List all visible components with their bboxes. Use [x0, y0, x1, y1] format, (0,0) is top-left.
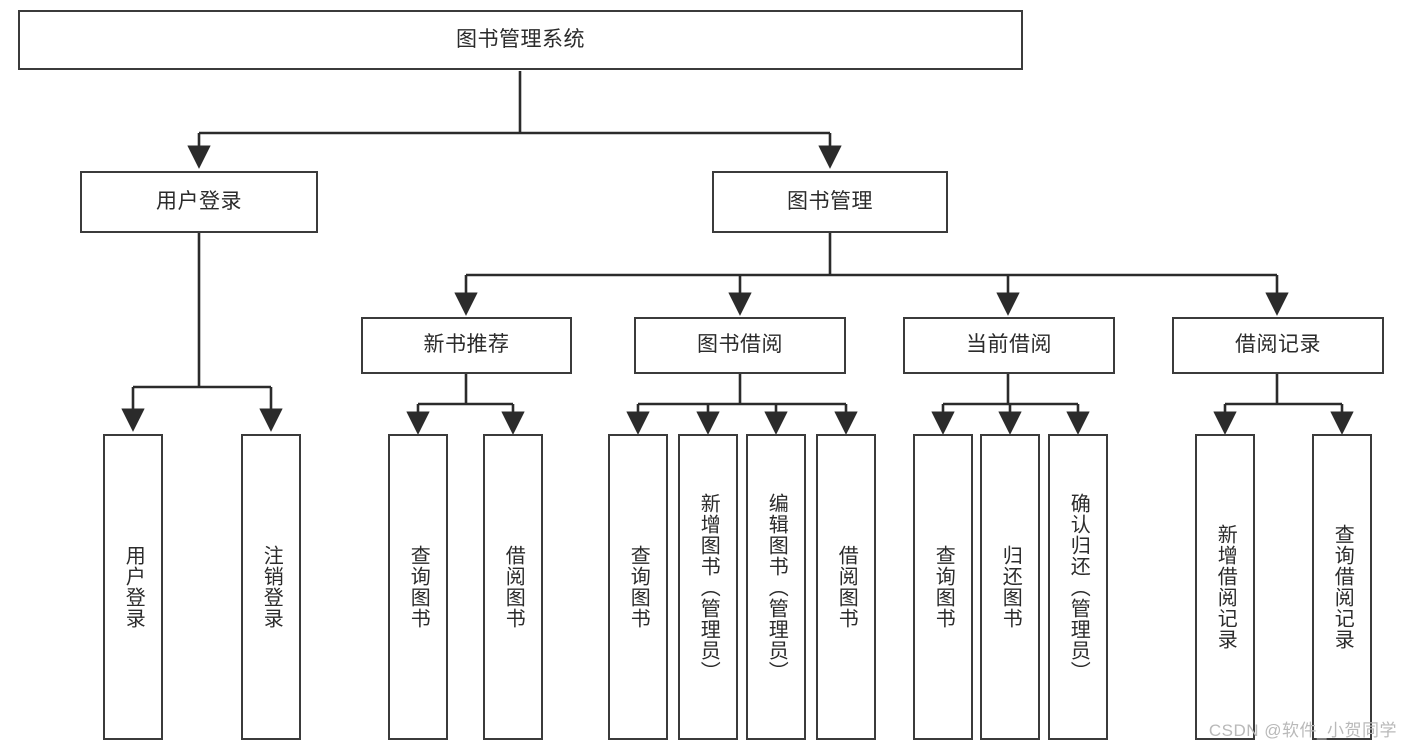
node-leaf-add-record-label: 新增借阅记录 [1214, 524, 1237, 650]
node-leaf-borrow-book-1-label: 借阅图书 [502, 545, 525, 629]
node-leaf-return-book-label: 归还图书 [999, 545, 1022, 629]
node-leaf-query-book-2[interactable]: 查询图书 [608, 434, 668, 740]
node-leaf-query-book-2-label: 查询图书 [627, 545, 650, 629]
node-leaf-return-book[interactable]: 归还图书 [980, 434, 1040, 740]
node-user-login-label: 用户登录 [156, 189, 242, 213]
node-leaf-confirm-return-label: 确认归还（管理员） [1067, 492, 1090, 682]
node-root-label: 图书管理系统 [456, 27, 585, 51]
node-borrow-record[interactable]: 借阅记录 [1172, 317, 1384, 374]
node-leaf-user-login-label: 用户登录 [122, 545, 145, 629]
node-current-borrow-label: 当前借阅 [966, 333, 1052, 357]
node-leaf-logout-login-label: 注销登录 [260, 545, 283, 629]
node-leaf-borrow-book-1[interactable]: 借阅图书 [483, 434, 543, 740]
node-leaf-query-record[interactable]: 查询借阅记录 [1312, 434, 1372, 740]
node-leaf-query-book-3[interactable]: 查询图书 [913, 434, 973, 740]
node-leaf-query-book-3-label: 查询图书 [932, 545, 955, 629]
watermark: CSDN @软件_小贺同学 [1208, 721, 1397, 740]
node-leaf-logout-login[interactable]: 注销登录 [241, 434, 301, 740]
node-leaf-borrow-book-2[interactable]: 借阅图书 [816, 434, 876, 740]
node-leaf-query-book-1[interactable]: 查询图书 [388, 434, 448, 740]
node-new-book-recommend[interactable]: 新书推荐 [361, 317, 572, 374]
node-leaf-add-record[interactable]: 新增借阅记录 [1195, 434, 1255, 740]
node-root[interactable]: 图书管理系统 [18, 10, 1023, 70]
node-book-borrow[interactable]: 图书借阅 [634, 317, 846, 374]
node-leaf-user-login[interactable]: 用户登录 [103, 434, 163, 740]
node-leaf-edit-book[interactable]: 编辑图书（管理员） [746, 434, 806, 740]
node-leaf-confirm-return[interactable]: 确认归还（管理员） [1048, 434, 1108, 740]
node-book-borrow-label: 图书借阅 [697, 333, 783, 357]
node-leaf-edit-book-label: 编辑图书（管理员） [765, 492, 788, 682]
node-leaf-add-book-label: 新增图书（管理员） [697, 492, 720, 682]
node-leaf-query-record-label: 查询借阅记录 [1331, 524, 1354, 650]
node-leaf-borrow-book-2-label: 借阅图书 [835, 545, 858, 629]
node-new-book-recommend-label: 新书推荐 [423, 333, 510, 357]
node-leaf-add-book[interactable]: 新增图书（管理员） [678, 434, 738, 740]
node-user-login[interactable]: 用户登录 [80, 171, 318, 233]
node-book-management-label: 图书管理 [787, 189, 873, 213]
node-book-management[interactable]: 图书管理 [712, 171, 948, 233]
node-leaf-query-book-1-label: 查询图书 [407, 545, 430, 629]
node-current-borrow[interactable]: 当前借阅 [903, 317, 1115, 374]
node-borrow-record-label: 借阅记录 [1235, 333, 1321, 357]
